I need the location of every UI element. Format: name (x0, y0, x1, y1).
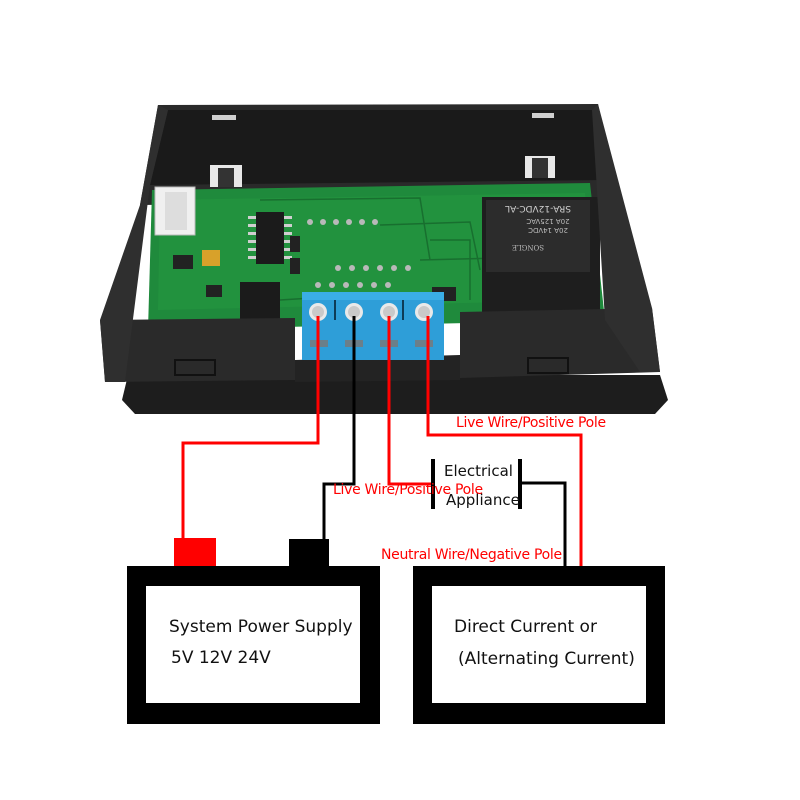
enclosure-flange (122, 375, 668, 414)
relay-rating-dc: 20A 14VDC (528, 226, 568, 234)
neutral-wire-label: Neutral Wire/Negative Pole (381, 547, 562, 563)
ic-chip (240, 282, 280, 322)
ic-chip (256, 212, 284, 264)
terminal-screw (345, 303, 363, 321)
enclosure-front-left (100, 318, 295, 382)
power-supply-voltages: 5V 12V 24V (171, 648, 271, 668)
relay-module: SRA-12VDC-AL 20A 14VDC 20A 125VAC SONGLE (100, 104, 668, 414)
load-source-line1: Direct Current or (454, 617, 597, 637)
negative-terminal (289, 539, 329, 566)
power-supply-box (127, 538, 380, 724)
wire-load-neutral (521, 481, 567, 568)
power-supply-title: System Power Supply (169, 617, 353, 637)
wire-supply-negative (322, 316, 356, 542)
terminal-block (302, 292, 444, 360)
terminal-screw (380, 303, 398, 321)
live-wire-label-top: Live Wire/Positive Pole (456, 415, 606, 431)
appliance-right-terminal (518, 459, 522, 509)
relay: SRA-12VDC-AL 20A 14VDC 20A 125VAC SONGLE (482, 197, 600, 315)
appliance-label-line2: Appliance (446, 491, 520, 509)
relay-model-text: SRA-12VDC-AL (505, 203, 571, 213)
wire-supply-positive (181, 316, 320, 540)
relay-rating-ac: 20A 125VAC (526, 217, 569, 225)
enclosure-left-wall (100, 105, 168, 382)
relay-brand: SONGLE (512, 243, 544, 251)
terminal-screw (415, 303, 433, 321)
live-wire-label-mid: Live Wire/Positive Pole (333, 482, 483, 498)
terminal-screw (309, 303, 327, 321)
enclosure-right-wall (592, 104, 660, 372)
positive-terminal (174, 538, 216, 566)
load-source-box (413, 566, 665, 724)
wire-appliance-live (387, 316, 432, 486)
appliance-label-line1: Electrical (444, 462, 513, 480)
load-source-line2: (Alternating Current) (458, 649, 635, 669)
capacitor (202, 250, 220, 266)
appliance-left-terminal (431, 459, 435, 509)
wire-load-live (426, 316, 583, 568)
